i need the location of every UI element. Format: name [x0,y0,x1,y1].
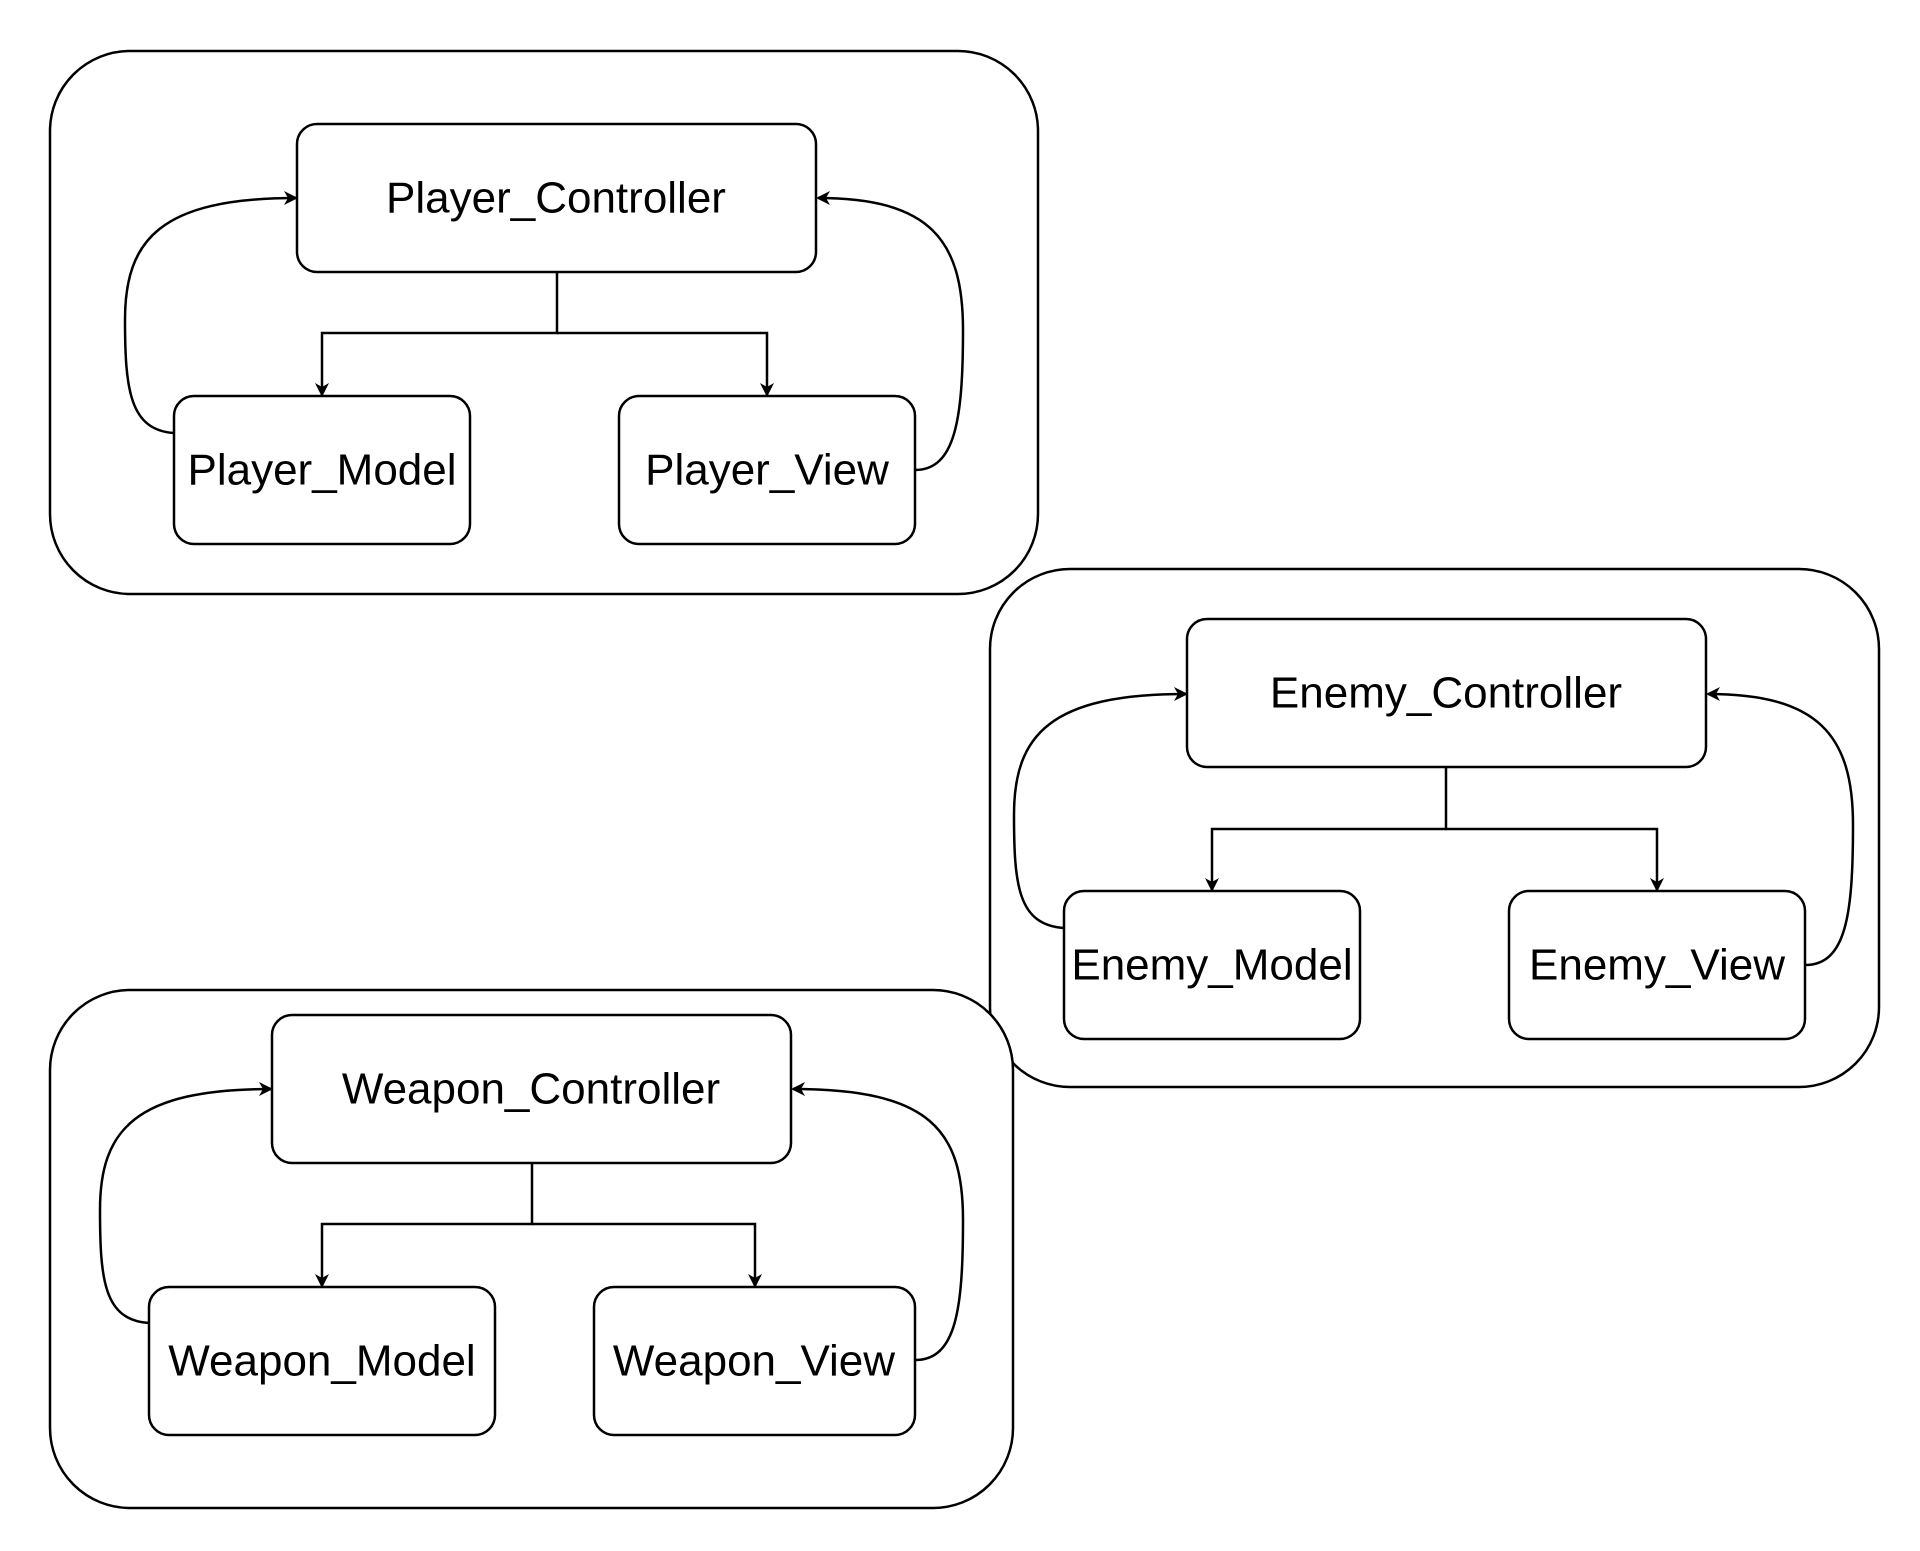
weapon-edge-view-to-controller [791,1082,965,1362]
enemy-controller-node[interactable]: Enemy_Controller [1185,617,1708,769]
player-view-box[interactable] [617,394,917,546]
enemy-group: Enemy_Controller Enemy_Model Enemy_View [988,567,1881,1089]
enemy-edge-model-to-controller [1012,687,1188,930]
weapon-edge-model-to-controller [98,1082,273,1325]
enemy-view-node[interactable]: Enemy_View [1507,889,1807,1041]
player-controller-box[interactable] [295,122,818,274]
weapon-view-node[interactable]: Weapon_View [592,1285,917,1437]
enemy-view-box[interactable] [1507,889,1807,1041]
player-view-node[interactable]: Player_View [617,394,917,546]
weapon-edge-controller-to-view [532,1222,762,1288]
weapon-controller-box[interactable] [270,1013,793,1165]
player-edge-controller-to-model [315,272,559,397]
weapon-model-label: Weapon_Model [168,1337,475,1386]
player-edge-controller-to-view [557,331,774,397]
weapon-edge-controller-to-model [315,1163,534,1288]
enemy-controller-label: Enemy_Controller [1270,669,1622,718]
enemy-edge-view-to-controller [1706,687,1855,967]
player-edge-view-to-controller [816,191,965,472]
enemy-model-label: Enemy_Model [1071,941,1352,990]
enemy-model-box[interactable] [1062,889,1362,1041]
weapon-model-box[interactable] [147,1285,497,1437]
player-controller-label: Player_Controller [386,174,726,223]
enemy-controller-box[interactable] [1185,617,1708,769]
player-edge-model-to-controller [123,191,298,435]
player-view-label: Player_View [645,446,889,495]
enemy-edge-controller-to-model [1205,767,1448,892]
enemy-view-label: Enemy_View [1529,941,1785,990]
weapon-group: Weapon_Controller Weapon_Model Weapon_Vi… [48,988,1015,1510]
enemy-model-node[interactable]: Enemy_Model [1062,889,1362,1041]
weapon-view-label: Weapon_View [613,1337,895,1386]
weapon-view-box[interactable] [592,1285,917,1437]
weapon-model-node[interactable]: Weapon_Model [147,1285,497,1437]
weapon-controller-label: Weapon_Controller [342,1065,720,1114]
player-model-label: Player_Model [187,446,456,495]
player-model-node[interactable]: Player_Model [172,394,472,546]
enemy-edge-controller-to-view [1446,827,1664,892]
player-group: Player_Controller Player_Model Player_Vi… [48,49,1040,596]
player-controller-node[interactable]: Player_Controller [295,122,818,274]
weapon-controller-node[interactable]: Weapon_Controller [270,1013,793,1165]
player-model-box[interactable] [172,394,472,546]
